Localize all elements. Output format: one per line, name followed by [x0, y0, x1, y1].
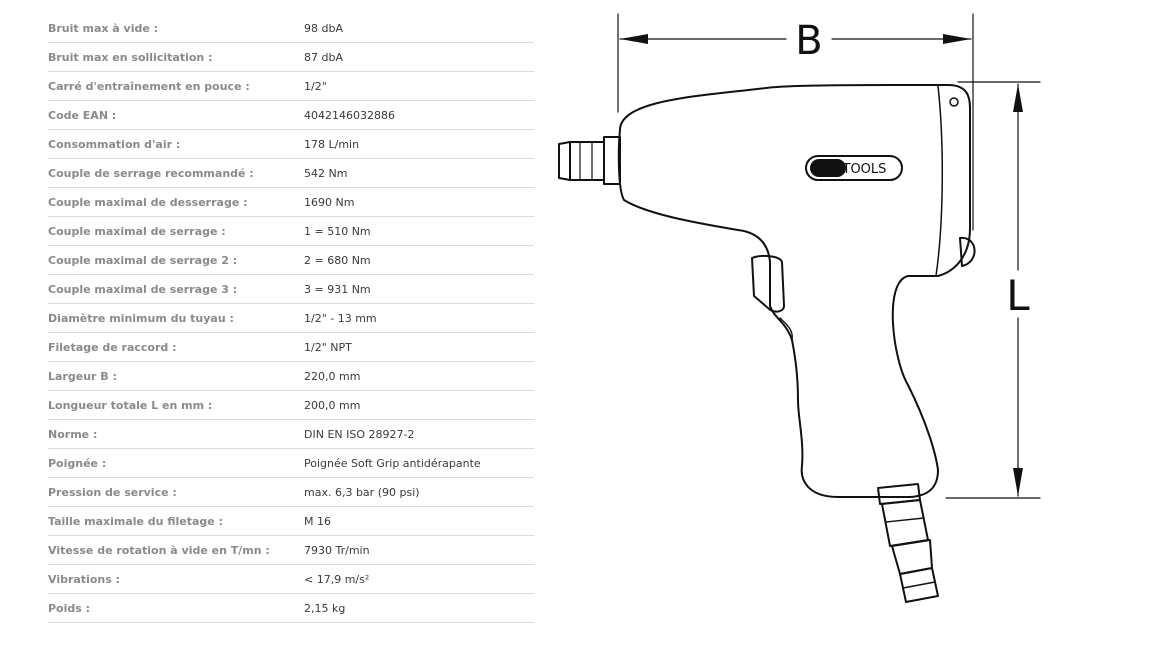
air-inlet-fitting [877, 483, 939, 603]
spec-label: Diamètre minimum du tuyau : [48, 311, 234, 325]
spec-row: Couple maximal de serrage : 1 = 510 Nm [48, 217, 534, 246]
spec-row: Pression de service : max. 6,3 bar (90 ps… [48, 478, 534, 507]
spec-label: Vibrations : [48, 572, 121, 586]
spec-label: Largeur B : [48, 369, 117, 383]
spec-label: Poids : [48, 601, 91, 615]
spec-value: 542 Nm [304, 166, 348, 180]
spec-label: Norme : [48, 427, 98, 441]
spec-row: Consommation d'air : 178 L/min [48, 130, 534, 159]
spec-value: 1/2" - 13 mm [304, 311, 377, 325]
spec-row: Bruit max à vide : 98 dbA [48, 14, 534, 43]
spec-value: 7930 Tr/min [304, 543, 370, 557]
spec-label: Filetage de raccord : [48, 340, 177, 354]
spec-label: Carré d'entraînement en pouce : [48, 79, 250, 93]
spec-label: Pression de service : [48, 485, 177, 499]
spec-value: 2,15 kg [304, 601, 346, 615]
spec-row: Filetage de raccord : 1/2" NPT [48, 333, 534, 362]
spec-value: M 16 [304, 514, 331, 528]
spec-label: Taille maximale du filetage : [48, 514, 223, 528]
logo-text: KS TOOLS [822, 162, 887, 177]
spec-row: Diamètre minimum du tuyau : 1/2" - 13 mm [48, 304, 534, 333]
spec-value: 178 L/min [304, 137, 360, 151]
reverse-switch-icon [959, 236, 976, 267]
dimension-width [617, 13, 974, 231]
spec-value: 1/2" [304, 79, 327, 93]
spec-value: < 17,9 m/s² [304, 572, 370, 586]
trigger [751, 254, 785, 313]
dimension-label-width: B [795, 18, 822, 64]
spec-row: Taille maximale du filetage : M 16 [48, 507, 534, 536]
spec-label: Bruit max à vide : [48, 21, 159, 35]
spec-row: Couple maximal de serrage 2 : 2 = 680 Nm [48, 246, 534, 275]
spec-row: Couple de serrage recommandé : 542 Nm [48, 159, 534, 188]
ks-tools-logo [805, 155, 903, 181]
spec-row: Longueur totale L en mm : 200,0 mm [48, 391, 534, 420]
spec-label: Code EAN : [48, 108, 117, 122]
impact-wrench-drawing: B L KS TOOLS [558, 13, 1041, 603]
spec-label: Couple maximal de serrage 2 : [48, 253, 238, 267]
spec-label: Couple maximal de serrage 3 : [48, 282, 238, 296]
spec-value: 1/2" NPT [304, 340, 352, 354]
spec-value: 200,0 mm [304, 398, 361, 412]
spec-value: 98 dbA [304, 21, 343, 35]
spec-value: 1 = 510 Nm [304, 224, 371, 238]
dimension-length [945, 81, 1041, 499]
spec-label: Bruit max en sollicitation : [48, 50, 213, 64]
dimension-label-length: L [1006, 271, 1030, 320]
spec-value: DIN EN ISO 28927-2 [304, 427, 415, 441]
spec-row: Carré d'entraînement en pouce : 1/2" [48, 72, 534, 101]
spec-row: Code EAN : 4042146032886 [48, 101, 534, 130]
spec-table: Bruit max à vide : 98 dbA Bruit max en so… [48, 14, 534, 623]
spec-value: 4042146032886 [304, 108, 395, 122]
spec-value: 1690 Nm [304, 195, 355, 209]
spec-row: Bruit max en sollicitation : 87 dbA [48, 43, 534, 72]
housing [617, 84, 971, 498]
spec-value: 220,0 mm [304, 369, 361, 383]
spec-row: Poignée : Poignée Soft Grip antidérapante [48, 449, 534, 478]
anvil [558, 136, 621, 185]
spec-label: Couple maximal de serrage : [48, 224, 226, 238]
spec-value: max. 6,3 bar (90 psi) [304, 485, 420, 499]
spec-label: Couple maximal de desserrage : [48, 195, 248, 209]
spec-value: 3 = 931 Nm [304, 282, 371, 296]
spec-row: Couple maximal de serrage 3 : 3 = 931 Nm [48, 275, 534, 304]
spec-value: 87 dbA [304, 50, 343, 64]
spec-label: Vitesse de rotation à vide en T/mn : [48, 543, 270, 557]
spec-row: Couple maximal de desserrage : 1690 Nm [48, 188, 534, 217]
spec-label: Consommation d'air : [48, 137, 181, 151]
spec-value: Poignée Soft Grip antidérapante [304, 456, 481, 470]
spec-value: 2 = 680 Nm [304, 253, 371, 267]
spec-row: Vitesse de rotation à vide en T/mn : 7930… [48, 536, 534, 565]
spec-row: Largeur B : 220,0 mm [48, 362, 534, 391]
spec-label: Longueur totale L en mm : [48, 398, 213, 412]
spec-row: Norme : DIN EN ISO 28927-2 [48, 420, 534, 449]
spec-row: Poids : 2,15 kg [48, 594, 534, 623]
spec-row: Vibrations : < 17,9 m/s² [48, 565, 534, 594]
spec-label: Poignée : [48, 456, 107, 470]
spec-label: Couple de serrage recommandé : [48, 166, 254, 180]
